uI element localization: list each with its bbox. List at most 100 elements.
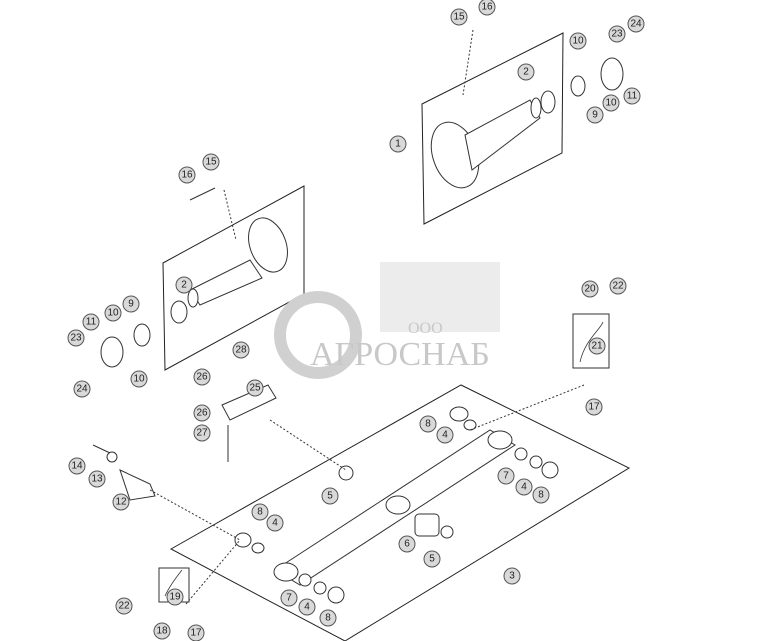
callout-circle — [73, 380, 91, 398]
callout-circle — [588, 337, 606, 355]
callout-circle — [153, 622, 171, 640]
callout-4: 4 — [515, 478, 533, 496]
callout-label: 7 — [503, 471, 509, 482]
callout-circle — [586, 106, 604, 124]
callout-circle — [88, 470, 106, 488]
callout-label: 26 — [196, 408, 208, 419]
callout-circle — [623, 87, 641, 105]
callout-label: 22 — [612, 281, 624, 292]
callout-label: 23 — [611, 29, 623, 40]
lift-arm — [92, 313, 610, 604]
callout-3: 3 — [503, 567, 521, 585]
callout-label: 2 — [181, 280, 187, 291]
callout-label: 8 — [425, 419, 431, 430]
callout-13: 13 — [88, 470, 106, 488]
callout-circle — [67, 329, 85, 347]
callout-15: 15 — [202, 153, 220, 171]
callout-label: 27 — [196, 428, 208, 439]
callout-label: 16 — [481, 2, 493, 13]
callout-label: 15 — [453, 12, 465, 23]
callout-label: 28 — [235, 345, 247, 356]
callout-label: 9 — [592, 110, 598, 121]
assembly-lines — [149, 29, 585, 605]
callout-circle — [130, 370, 148, 388]
callout-circle — [298, 598, 316, 616]
callout-circle — [178, 166, 196, 184]
callout-8: 8 — [532, 486, 550, 504]
callout-11: 11 — [82, 313, 100, 331]
callout-4: 4 — [436, 426, 454, 444]
callout-label: 9 — [128, 299, 134, 310]
callout-9: 9 — [122, 295, 140, 313]
callout-11: 11 — [623, 87, 641, 105]
callout-label: 8 — [257, 507, 263, 518]
callout-2: 2 — [175, 276, 193, 294]
callout-label: 22 — [118, 601, 130, 612]
callout-circle — [389, 135, 407, 153]
watermark-prefix: ООО — [408, 320, 443, 337]
callout-label: 5 — [429, 554, 435, 565]
callout-circle — [608, 25, 626, 43]
callout-label: 10 — [107, 308, 119, 319]
callout-label: 4 — [272, 518, 278, 529]
callout-2: 2 — [517, 63, 535, 81]
callout-24: 24 — [627, 15, 645, 33]
callout-24: 24 — [73, 380, 91, 398]
callout-label: 10 — [572, 36, 584, 47]
callout-label: 17 — [190, 628, 202, 639]
callout-22: 22 — [115, 597, 133, 615]
callout-22: 22 — [609, 277, 627, 295]
callout-circle — [503, 567, 521, 585]
callout-14: 14 — [68, 457, 86, 475]
callout-circle — [585, 398, 603, 416]
callout-circle — [532, 486, 550, 504]
callout-circle — [115, 597, 133, 615]
callout-circle — [478, 0, 496, 16]
callout-circle — [166, 588, 184, 606]
callout-4: 4 — [266, 514, 284, 532]
callout-circle — [68, 457, 86, 475]
callout-circle — [319, 609, 337, 627]
callout-label: 10 — [133, 374, 145, 385]
callout-label: 6 — [404, 539, 410, 550]
callout-15: 15 — [450, 8, 468, 26]
callout-circle — [280, 589, 298, 607]
callout-label: 23 — [70, 333, 82, 344]
callout-20: 20 — [581, 280, 599, 298]
callout-label: 13 — [91, 474, 103, 485]
callout-8: 8 — [319, 609, 337, 627]
watermark-name: АГРОСНАБ — [310, 336, 490, 373]
axle-shaft-left — [100, 187, 288, 368]
callout-circle — [82, 313, 100, 331]
callout-label: 20 — [584, 284, 596, 295]
callout-circle — [246, 379, 264, 397]
callout-label: 15 — [205, 157, 217, 168]
callout-label: 12 — [115, 497, 127, 508]
callout-4: 4 — [298, 598, 316, 616]
callout-28: 28 — [232, 341, 250, 359]
callout-6: 6 — [398, 535, 416, 553]
callout-18: 18 — [153, 622, 171, 640]
callout-10: 10 — [104, 304, 122, 322]
callout-circle — [187, 624, 205, 641]
callout-label: 11 — [627, 91, 638, 102]
callout-label: 14 — [71, 461, 83, 472]
callout-circle — [419, 415, 437, 433]
callout-label: 10 — [605, 98, 617, 109]
callout-label: 19 — [169, 592, 181, 603]
callout-label: 24 — [630, 19, 642, 30]
callout-9: 9 — [586, 106, 604, 124]
callout-16: 16 — [178, 166, 196, 184]
arm-panel — [169, 384, 631, 641]
callout-circle — [450, 8, 468, 26]
callout-23: 23 — [67, 329, 85, 347]
callout-16: 16 — [478, 0, 496, 16]
callout-label: 16 — [181, 170, 193, 181]
callout-circle — [515, 478, 533, 496]
callout-circle — [175, 276, 193, 294]
callout-10: 10 — [130, 370, 148, 388]
callout-26: 26 — [193, 404, 211, 422]
callout-27: 27 — [193, 424, 211, 442]
callout-7: 7 — [280, 589, 298, 607]
